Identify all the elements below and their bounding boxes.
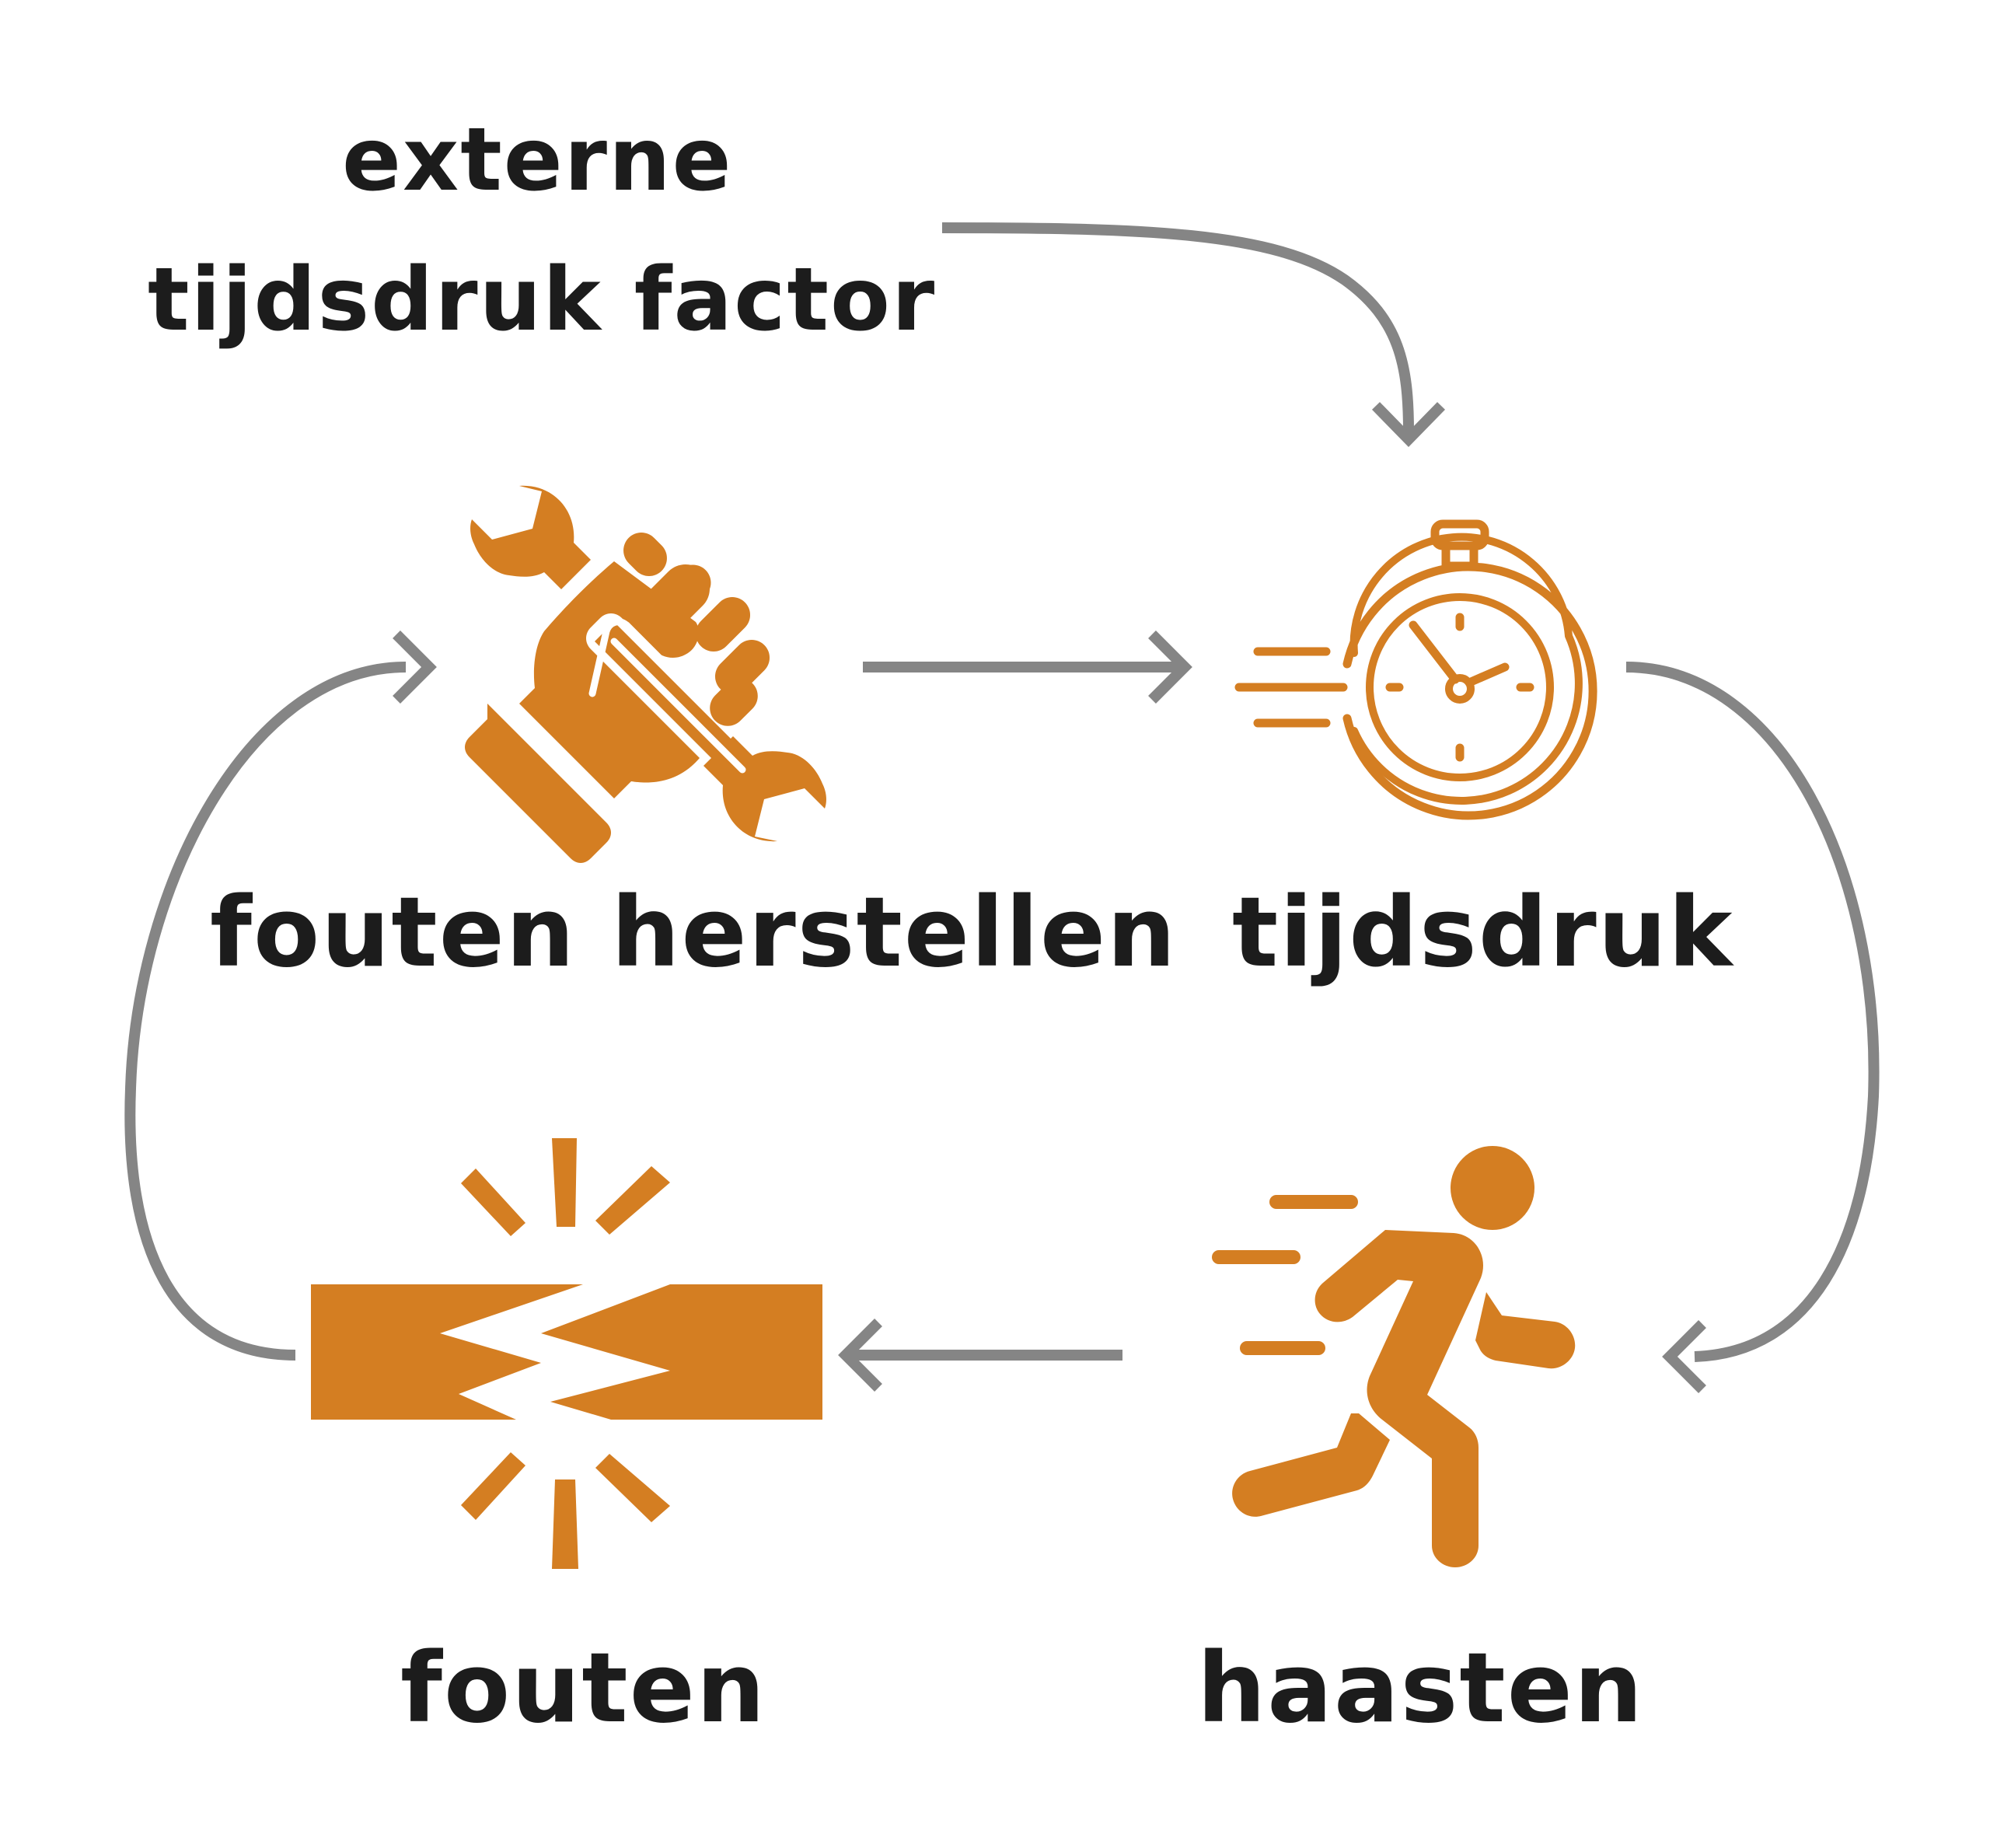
arrow-pressure-to-rushing bbox=[1625, 662, 1880, 1393]
arrow-external-to-pressure bbox=[941, 222, 1446, 448]
rushing-label: haasten bbox=[1197, 1633, 1645, 1745]
repair-label: fouten herstellen bbox=[210, 877, 1178, 989]
external-factor-label-line1: externe bbox=[342, 110, 733, 211]
running-person-icon bbox=[1212, 1146, 1576, 1567]
arrow-repair-to-pressure bbox=[863, 631, 1192, 704]
broken-brick-icon bbox=[311, 1138, 822, 1569]
external-factor-label-line2: tijdsdruk factor bbox=[148, 250, 937, 351]
mistakes-label: fouten bbox=[400, 1633, 767, 1745]
arrow-mistakes-to-repair bbox=[124, 631, 437, 1361]
stopwatch-icon bbox=[1234, 519, 1597, 820]
pressure-label: tijdsdruk bbox=[1232, 877, 1734, 989]
hand-wrench-icon bbox=[465, 485, 826, 863]
arrow-rushing-to-mistakes bbox=[838, 1319, 1122, 1392]
